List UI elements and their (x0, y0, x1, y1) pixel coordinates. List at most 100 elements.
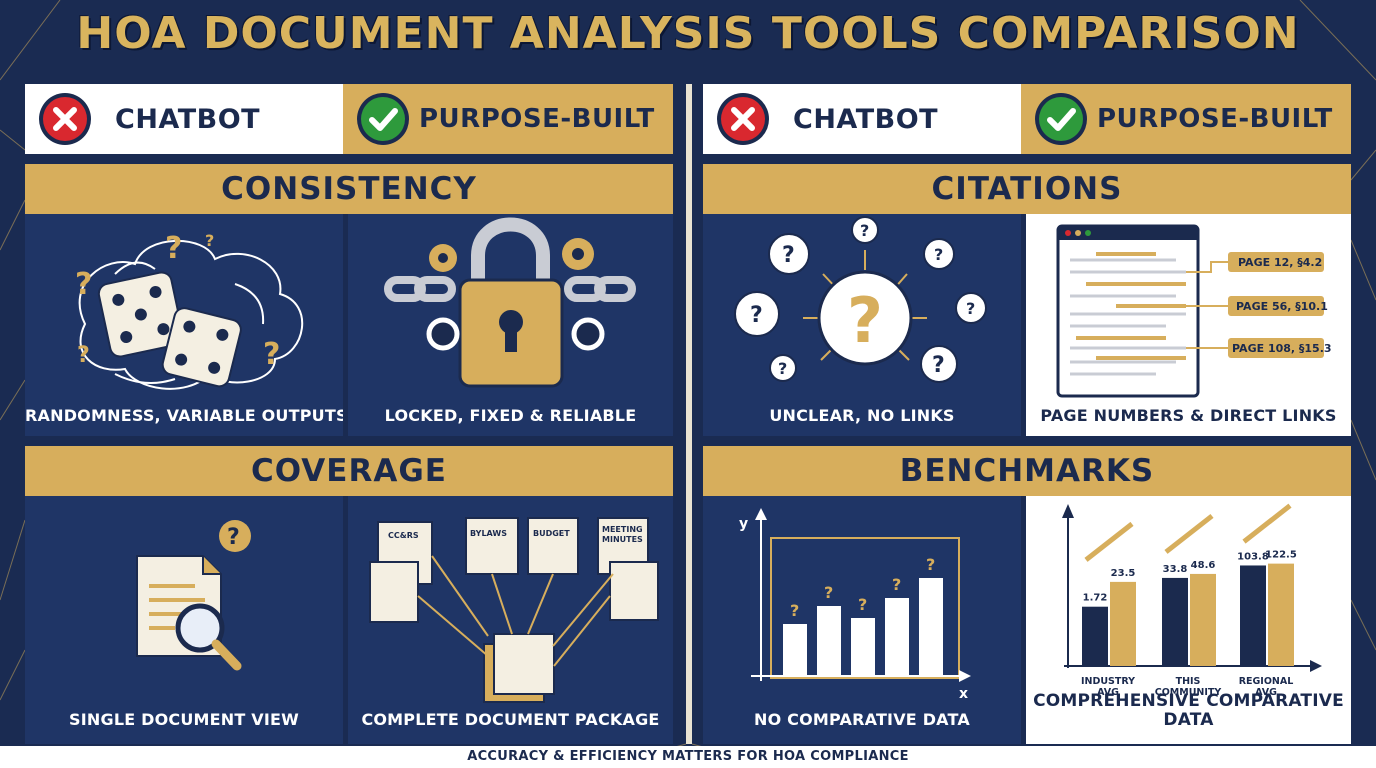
coverage-purpose-caption: COMPLETE DOCUMENT PACKAGE (361, 710, 660, 729)
unknown-bar-chart-icon: y x ????? (739, 508, 971, 702)
data-label-3-1: 103.8 (1237, 551, 1269, 562)
svg-text:?: ? (778, 359, 787, 378)
right-comparison: CHATBOT PURPOSE-BUILT CITATIONS ? ??? ??… (703, 84, 1351, 744)
svg-text:?: ? (934, 245, 943, 264)
bar-question-4: ? (892, 575, 901, 594)
section-title-consistency: CONSISTENCY (25, 164, 673, 214)
consistency-purpose-caption: LOCKED, FIXED & RELIABLE (384, 406, 637, 425)
data-label-3-2: 122.5 (1265, 550, 1297, 561)
document-citation-icon: PAGE 12, §4.2 PAGE 56, §10.1 PAGE 108, §… (1056, 224, 1332, 398)
doc-label-ccrs: CC&RS (388, 531, 419, 540)
document-package-icon: CC&RS BYLAWS BUDGET MEETING MINUTES (369, 517, 659, 703)
citations-chatbot-panel: ? ??? ???? UNCLEAR, NO LINKS (703, 214, 1021, 436)
svg-text:?: ? (847, 284, 883, 357)
svg-text:?: ? (205, 231, 214, 250)
benchmarks-chatbot-caption: NO COMPARATIVE DATA (754, 710, 970, 729)
svg-text:?: ? (782, 243, 795, 268)
citation-3: PAGE 108, §15.3 (1232, 342, 1332, 355)
padlock-icon (384, 217, 636, 388)
check-circle-icon (1035, 93, 1087, 145)
svg-text:?: ? (750, 303, 763, 328)
svg-text:?: ? (77, 343, 90, 368)
doc-label-budget: BUDGET (533, 529, 570, 538)
section-title-citations: CITATIONS (703, 164, 1351, 214)
citations-purpose-caption: PAGE NUMBERS & DIRECT LINKS (1040, 406, 1337, 425)
consistency-purpose-panel: LOCKED, FIXED & RELIABLE (348, 214, 673, 436)
data-label-1-2: 23.5 (1111, 568, 1136, 579)
bar-question-1: ? (790, 601, 799, 620)
svg-text:?: ? (966, 299, 975, 318)
coverage-purpose-panel: CC&RS BYLAWS BUDGET MEETING MINUTES COMP… (348, 496, 673, 744)
chatbot-header: CHATBOT (703, 84, 1021, 154)
doc-label-bylaws: BYLAWS (470, 529, 507, 538)
coverage-chatbot-caption: SINGLE DOCUMENT VIEW (69, 710, 299, 729)
benchmarks-chatbot-panel: y x ????? NO COMPARATIVE DATA (703, 496, 1021, 744)
left-comparison: CHATBOT PURPOSE-BUILT CONSISTENCY ????? … (25, 84, 673, 744)
citation-1: PAGE 12, §4.2 (1238, 256, 1322, 269)
chatbot-header: CHATBOT (25, 84, 343, 154)
benchmarks-purpose-caption: COMPREHENSIVE COMPARATIVE DATA (1033, 691, 1344, 730)
trend-arrow-1 (1084, 521, 1134, 562)
citations-purpose-panel: PAGE 12, §4.2 PAGE 56, §10.1 PAGE 108, §… (1026, 214, 1351, 436)
bar-2 (817, 606, 841, 676)
bar-1 (783, 624, 807, 676)
question-burst-icon: ? ??? ???? (734, 216, 987, 383)
bar-3 (851, 618, 875, 676)
svg-text:?: ? (860, 221, 869, 240)
center-divider (686, 84, 692, 744)
x-axis-label: x (959, 686, 968, 702)
doc-label-minutes: MINUTES (602, 535, 643, 544)
footer-tagline: ACCURACY & EFFICIENCY MATTERS FOR HOA CO… (0, 746, 1376, 768)
bar-2-1 (1162, 577, 1188, 666)
svg-text:?: ? (932, 353, 945, 378)
purpose-built-label: PURPOSE-BUILT (1097, 104, 1333, 134)
category-label-1: INDUSTRY (1081, 676, 1135, 687)
bar-question-2: ? (824, 583, 833, 602)
coverage-chatbot-panel: ? SINGLE DOCUMENT VIEW (25, 496, 343, 744)
bar-4 (885, 598, 909, 676)
svg-text:?: ? (75, 267, 92, 302)
category-label-3: AVG (1255, 687, 1277, 698)
bar-question-5: ? (926, 555, 935, 574)
category-label-2: THIS (1176, 676, 1201, 687)
section-title-benchmarks: BENCHMARKS (703, 446, 1351, 496)
dice-icon: ????? (75, 231, 304, 390)
check-circle-icon (357, 93, 409, 145)
bar-1-2 (1110, 581, 1136, 666)
purpose-built-header: PURPOSE-BUILT (1021, 84, 1351, 154)
citations-chatbot-caption: UNCLEAR, NO LINKS (769, 406, 955, 425)
citation-2: PAGE 56, §10.1 (1236, 300, 1328, 313)
svg-text:?: ? (165, 231, 182, 266)
trend-arrow-3 (1242, 503, 1292, 544)
bar-1-1 (1082, 606, 1108, 666)
category-label-2: COMMUNITY (1155, 687, 1222, 698)
section-title-coverage: COVERAGE (25, 446, 673, 496)
consistency-chatbot-panel: ????? RANDOMNESS, VARIABLE OUTPUTS (25, 214, 343, 436)
document-magnifier-icon: ? (136, 520, 251, 671)
data-label-2-1: 33.8 (1163, 564, 1188, 575)
category-label-3: REGIONAL (1239, 676, 1294, 687)
purpose-built-label: PURPOSE-BUILT (419, 104, 655, 134)
x-circle-icon (39, 93, 91, 145)
chatbot-label: CHATBOT (793, 103, 939, 135)
category-label-1: AVG (1097, 687, 1119, 698)
bar-question-3: ? (858, 595, 867, 614)
svg-text:?: ? (227, 525, 240, 550)
bar-5 (919, 578, 943, 676)
purpose-built-header: PURPOSE-BUILT (343, 84, 673, 154)
chatbot-label: CHATBOT (115, 103, 261, 135)
data-label-2-2: 48.6 (1191, 560, 1216, 571)
page-title: HOA DOCUMENT ANALYSIS TOOLS COMPARISON (76, 8, 1300, 59)
doc-label-meeting: MEETING (602, 525, 643, 534)
svg-text:?: ? (263, 337, 280, 372)
chart-frame (770, 537, 960, 679)
x-circle-icon (717, 93, 769, 145)
trend-arrow-2 (1164, 513, 1214, 554)
consistency-chatbot-caption: RANDOMNESS, VARIABLE OUTPUTS (25, 406, 343, 425)
data-label-1-1: 1.72 (1083, 593, 1108, 604)
bar-3-1 (1240, 565, 1266, 666)
bar-2-2 (1190, 573, 1216, 666)
bar-3-2 (1268, 563, 1294, 666)
